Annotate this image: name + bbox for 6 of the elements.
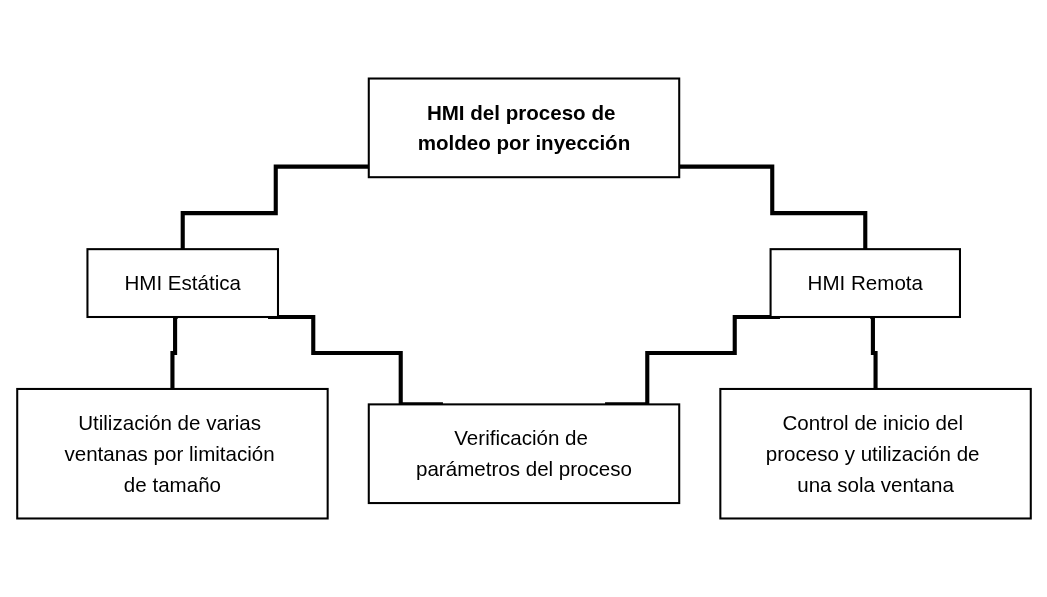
node-box: HMI del proceso de moldeo por inyección [367,77,680,179]
node-box: Verificación de parámetros del proceso [367,403,680,505]
node-box: HMI Remota [769,248,961,319]
node-box: HMI Estática [85,248,279,319]
node-box: Control de inicio del proceso y utilización de una sola ventana [718,387,1032,520]
node-box: Utilización de varias ventanas por limitación de tamaño [15,387,329,520]
